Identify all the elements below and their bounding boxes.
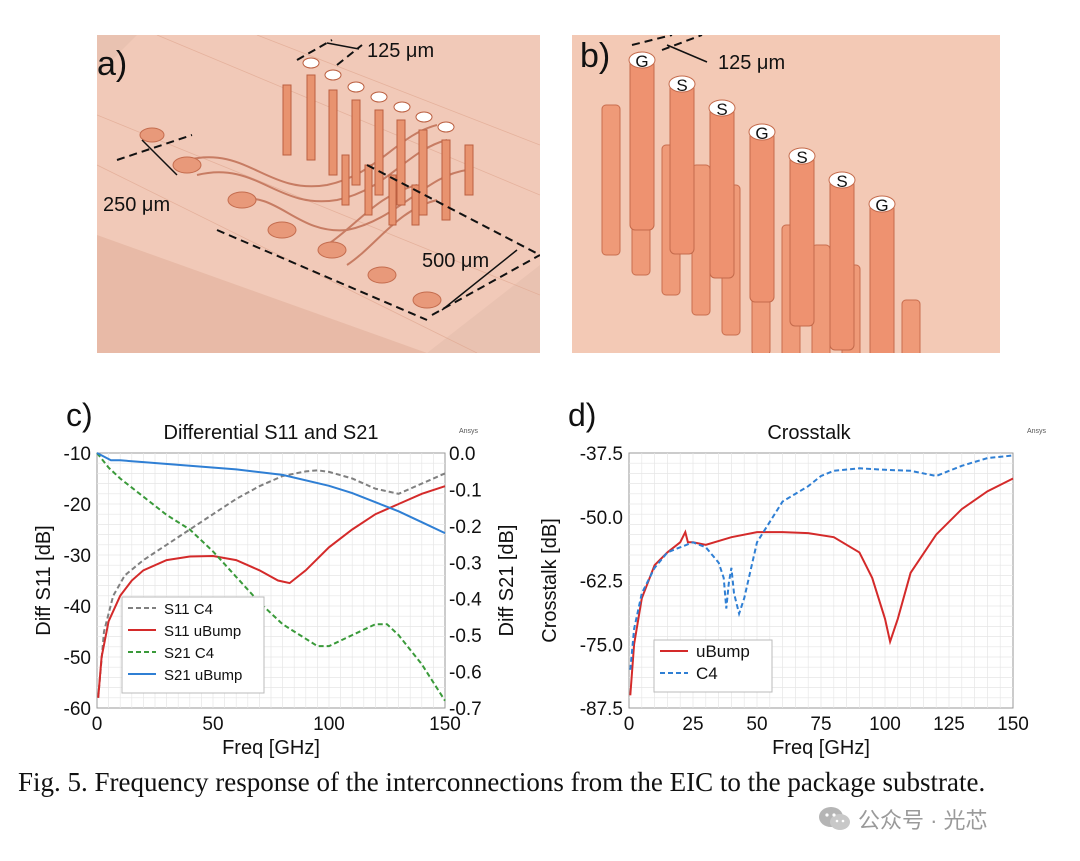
bump-label: S <box>716 100 727 119</box>
panel-b-3d-model: G S S G S S G b) 125 μm <box>572 35 1000 353</box>
x-axis-label: Freq [GHz] <box>222 737 320 759</box>
x-tick-label: 50 <box>746 714 767 735</box>
x-tick-label: 150 <box>997 714 1029 735</box>
chart-d-crosstalk: 0 25 50 75 100 125 150 -87.5 -75.0 -62.5 -50.0 -37.… <box>540 397 1047 759</box>
bump-label: S <box>676 76 687 95</box>
chart-c-differential-s11-s21: 0 50 100 150 -60 -50 -40 -30 -20 -10 0.0 -0.1 -0.2 -0… <box>33 397 518 759</box>
y2-tick-label: -0.1 <box>449 480 482 501</box>
legend-entry: S21 uBump <box>164 667 242 684</box>
chart-title: Differential S11 and S21 <box>164 422 379 444</box>
panel-b-dim-125: 125 μm <box>718 52 785 74</box>
y2-tick-label: -0.6 <box>449 663 482 684</box>
panel-a-label: a) <box>97 45 127 83</box>
y-tick-label: -20 <box>64 495 91 516</box>
bump-label: S <box>836 172 847 191</box>
bump-label: S <box>796 148 807 167</box>
pillar <box>901 299 921 353</box>
series-line-ubump <box>629 477 1014 696</box>
panel-a-dim-250: 250 μm <box>103 194 170 216</box>
series-line-c4 <box>629 454 1014 670</box>
y2-tick-label: -0.2 <box>449 517 482 538</box>
y-tick-label: -50 <box>64 648 91 669</box>
x-tick-label: 100 <box>869 714 901 735</box>
series-line-s11-ubump <box>97 485 446 698</box>
bump-label: G <box>875 196 888 215</box>
panel-label: d) <box>568 397 596 433</box>
panel-a-dim-500: 500 μm <box>422 250 489 272</box>
panel-a-3d-model: a) 125 μm 250 μm 500 μm <box>97 35 540 353</box>
bump-g: G <box>868 195 896 353</box>
bump-label: G <box>755 124 768 143</box>
bump-s: S <box>668 75 696 255</box>
x-tick-label: 0 <box>624 714 635 735</box>
x-tick-label: 150 <box>429 714 461 735</box>
bump-s: S <box>788 147 816 327</box>
x-axis-label: Freq [GHz] <box>772 737 870 759</box>
series-line-s21-ubump <box>96 452 446 535</box>
bump-g: G <box>628 51 656 231</box>
series-line-s21-c4 <box>96 452 446 702</box>
panel-b-label: b) <box>580 37 610 75</box>
ansys-logo: Ansys <box>459 428 479 435</box>
legend-entry: uBump <box>696 642 750 661</box>
pillar <box>601 104 621 256</box>
y2-tick-label: -0.7 <box>449 699 482 720</box>
y2-tick-label: -0.4 <box>449 590 482 611</box>
x-tick-label: 0 <box>92 714 103 735</box>
y-tick-label: -30 <box>64 546 91 567</box>
x-tick-label: 25 <box>682 714 703 735</box>
legend-entry: S11 uBump <box>164 623 241 640</box>
y-tick-label: -75.0 <box>580 635 623 656</box>
y2-tick-label: 0.0 <box>449 444 475 465</box>
x-tick-label: 75 <box>810 714 831 735</box>
bump-s: S <box>828 171 856 351</box>
series-line-s11-c4 <box>97 469 446 698</box>
x-tick-label: 50 <box>202 714 223 735</box>
watermark-text: 公众号 · 光芯 <box>858 808 988 833</box>
chart-title: Crosstalk <box>767 422 851 444</box>
pillar <box>691 164 711 316</box>
y-axis-label: Crosstalk [dB] <box>540 518 561 642</box>
panel-a-dim-125: 125 μm <box>367 40 434 62</box>
wechat-icon <box>819 807 850 830</box>
legend-entry: S11 C4 <box>164 601 213 618</box>
y-tick-label: -87.5 <box>580 699 623 720</box>
y-tick-label: -40 <box>64 597 91 618</box>
panel-label: c) <box>66 397 93 433</box>
y-tick-label: -60 <box>64 699 91 720</box>
y-tick-label: -50.0 <box>580 508 623 529</box>
bump-s: S <box>708 99 736 279</box>
legend-entry: S21 C4 <box>164 645 214 662</box>
y-tick-label: -10 <box>64 444 91 465</box>
y2-tick-label: -0.3 <box>449 553 482 574</box>
y2-axis-label: Diff S21 [dB] <box>496 525 518 637</box>
bump-label: G <box>635 52 648 71</box>
y2-tick-label: -0.5 <box>449 626 482 647</box>
bump-g: G <box>748 123 776 303</box>
watermark: 公众号 · 光芯 <box>818 803 988 835</box>
y-tick-label: -37.5 <box>580 444 623 465</box>
ansys-logo: Ansys <box>1027 428 1047 435</box>
y-tick-label: -62.5 <box>580 572 623 593</box>
pillar <box>811 244 831 353</box>
x-tick-label: 100 <box>313 714 345 735</box>
y-axis-label: Diff S11 [dB] <box>33 525 55 635</box>
figure-caption: Fig. 5. Frequency response of the interc… <box>18 767 986 797</box>
legend-entry: C4 <box>696 664 718 683</box>
x-tick-label: 125 <box>933 714 965 735</box>
